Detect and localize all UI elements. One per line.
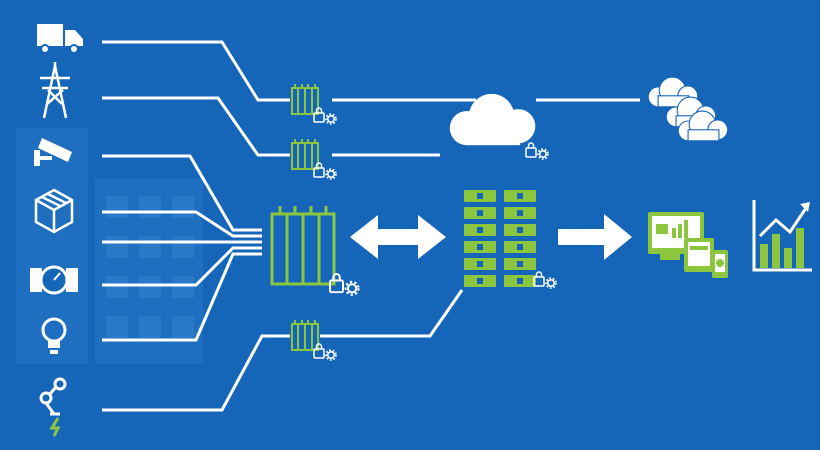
light-bulb-icon [41,317,67,354]
right-arrow-icon [558,214,632,260]
truck-icon [37,24,83,54]
pipe-gauge-icon [30,265,78,295]
connection-lines [102,40,640,412]
robot-arm-icon [39,377,67,437]
crate-icon [34,188,74,234]
security-camera-icon [34,138,72,166]
gateway-large-icon [270,206,336,286]
sensor-panel [16,128,88,364]
power-tower-icon [40,62,70,119]
double-arrow-icon [350,215,446,259]
building-panel [95,178,203,364]
monitor-tablet-phone-icon [648,212,728,278]
bar-chart-up-icon [752,200,812,272]
